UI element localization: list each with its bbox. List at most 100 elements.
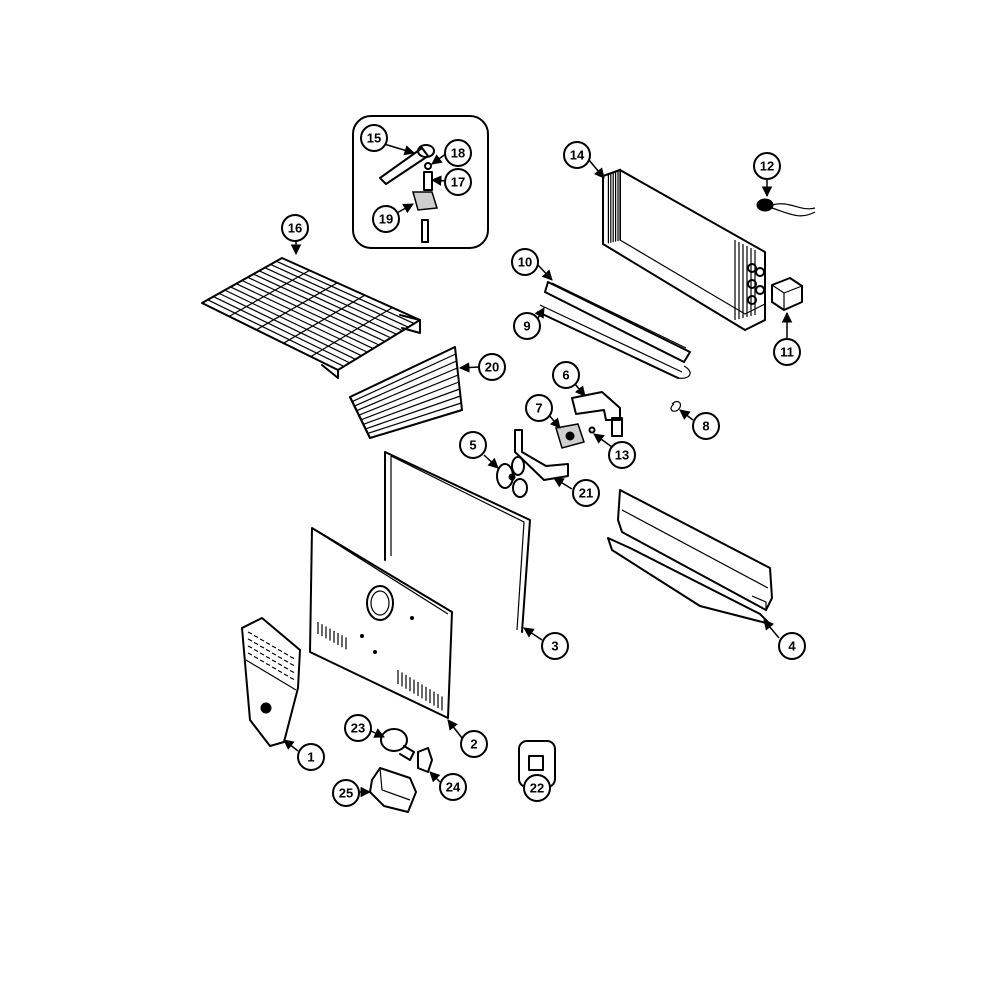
detail-line bbox=[253, 655, 259, 660]
callout-17[interactable]: 17 bbox=[444, 168, 472, 196]
svg-text:4: 4 bbox=[788, 639, 796, 654]
detail-line bbox=[354, 360, 457, 407]
callout-16[interactable]: 16 bbox=[281, 214, 309, 242]
part-12-thermistor bbox=[756, 198, 816, 217]
detail-line bbox=[247, 652, 253, 656]
svg-text:9: 9 bbox=[523, 319, 530, 334]
svg-text:6: 6 bbox=[562, 368, 569, 383]
part-15-tube bbox=[379, 144, 435, 185]
detail-line bbox=[265, 662, 271, 667]
callout-5[interactable]: 5 bbox=[459, 431, 487, 459]
detail-line bbox=[351, 353, 457, 403]
part-11-block bbox=[771, 277, 803, 311]
svg-text:3: 3 bbox=[551, 639, 558, 654]
detail-line bbox=[283, 294, 366, 344]
detail-line bbox=[277, 655, 283, 660]
detail-line bbox=[360, 381, 460, 421]
svg-text:2: 2 bbox=[470, 737, 477, 752]
detail-line bbox=[289, 655, 295, 660]
detail-line bbox=[289, 669, 295, 674]
detail-line bbox=[218, 292, 356, 360]
detail-line bbox=[358, 374, 459, 416]
callout-10[interactable]: 10 bbox=[511, 248, 539, 276]
svg-text:25: 25 bbox=[339, 786, 353, 801]
callout-21[interactable]: 21 bbox=[572, 479, 600, 507]
callout-12[interactable]: 12 bbox=[753, 152, 781, 180]
part-8-clip bbox=[670, 400, 682, 412]
detail-line bbox=[253, 273, 391, 339]
detail-line bbox=[277, 669, 283, 674]
svg-text:20: 20 bbox=[485, 360, 499, 375]
part-5-fan-blade bbox=[496, 456, 528, 498]
detail-line bbox=[264, 267, 403, 332]
svg-text:5: 5 bbox=[469, 438, 476, 453]
callout-1[interactable]: 1 bbox=[297, 743, 325, 771]
callout-2[interactable]: 2 bbox=[460, 730, 488, 758]
detail-line bbox=[356, 367, 458, 412]
detail-line bbox=[253, 648, 259, 653]
callout-11[interactable]: 11 bbox=[773, 338, 801, 366]
detail-line bbox=[277, 648, 283, 653]
callout-4[interactable]: 4 bbox=[778, 632, 806, 660]
callout-18[interactable]: 18 bbox=[444, 139, 472, 167]
part-21-bracket bbox=[514, 429, 569, 481]
callout-6[interactable]: 6 bbox=[552, 361, 580, 389]
detail-line bbox=[283, 666, 289, 670]
callout-20[interactable]: 20 bbox=[478, 353, 506, 381]
callout-8[interactable]: 8 bbox=[692, 412, 720, 440]
part-23-light-bulb bbox=[380, 728, 415, 761]
part-6-bracket bbox=[571, 391, 623, 437]
detail-line bbox=[256, 282, 338, 331]
svg-text:1: 1 bbox=[307, 750, 314, 765]
part-10-heater-channel bbox=[544, 281, 691, 363]
callout-13[interactable]: 13 bbox=[608, 441, 636, 469]
svg-text:7: 7 bbox=[535, 401, 542, 416]
part-14-evaporator bbox=[602, 168, 766, 331]
detail-line bbox=[271, 666, 277, 670]
svg-text:16: 16 bbox=[288, 221, 302, 236]
callout-25[interactable]: 25 bbox=[332, 779, 360, 807]
detail-line bbox=[224, 289, 362, 357]
detail-line bbox=[265, 648, 271, 653]
detail-line bbox=[230, 286, 368, 353]
svg-text:14: 14 bbox=[570, 148, 585, 163]
detail-line bbox=[265, 641, 271, 646]
callout-19[interactable]: 19 bbox=[372, 205, 400, 233]
detail-line bbox=[283, 673, 289, 677]
part-3-gasket bbox=[384, 451, 531, 633]
detail-line bbox=[283, 652, 289, 656]
detail-line bbox=[247, 638, 253, 642]
part-17-sleeve bbox=[423, 171, 433, 191]
detail-line bbox=[253, 634, 259, 639]
detail-line bbox=[367, 402, 462, 435]
svg-text:24: 24 bbox=[446, 780, 461, 795]
detail-line bbox=[258, 270, 397, 335]
part-25-light-shield bbox=[369, 767, 417, 813]
detail-line bbox=[247, 631, 253, 635]
detail-line bbox=[365, 395, 461, 430]
callout-9[interactable]: 9 bbox=[513, 312, 541, 340]
detail-line bbox=[247, 645, 253, 649]
detail-line bbox=[236, 283, 374, 350]
part-9-heater-tube bbox=[537, 304, 691, 379]
part-20-shelf-front bbox=[349, 346, 463, 439]
callout-14[interactable]: 14 bbox=[563, 141, 591, 169]
callout-23[interactable]: 23 bbox=[344, 714, 372, 742]
svg-text:22: 22 bbox=[530, 781, 544, 796]
callout-7[interactable]: 7 bbox=[525, 394, 553, 422]
svg-text:8: 8 bbox=[702, 419, 709, 434]
callout-3[interactable]: 3 bbox=[541, 632, 569, 660]
callout-15[interactable]: 15 bbox=[360, 124, 388, 152]
svg-text:15: 15 bbox=[367, 131, 381, 146]
detail-line bbox=[289, 662, 295, 667]
detail-line bbox=[213, 296, 350, 364]
part-18-cap bbox=[424, 162, 432, 170]
svg-text:13: 13 bbox=[615, 448, 629, 463]
part-19-clip bbox=[412, 191, 438, 243]
leader-lines bbox=[283, 143, 793, 798]
callout-22[interactable]: 22 bbox=[523, 774, 551, 802]
detail-line bbox=[259, 645, 265, 649]
part-1-control-housing bbox=[241, 617, 301, 747]
callout-24[interactable]: 24 bbox=[439, 773, 467, 801]
